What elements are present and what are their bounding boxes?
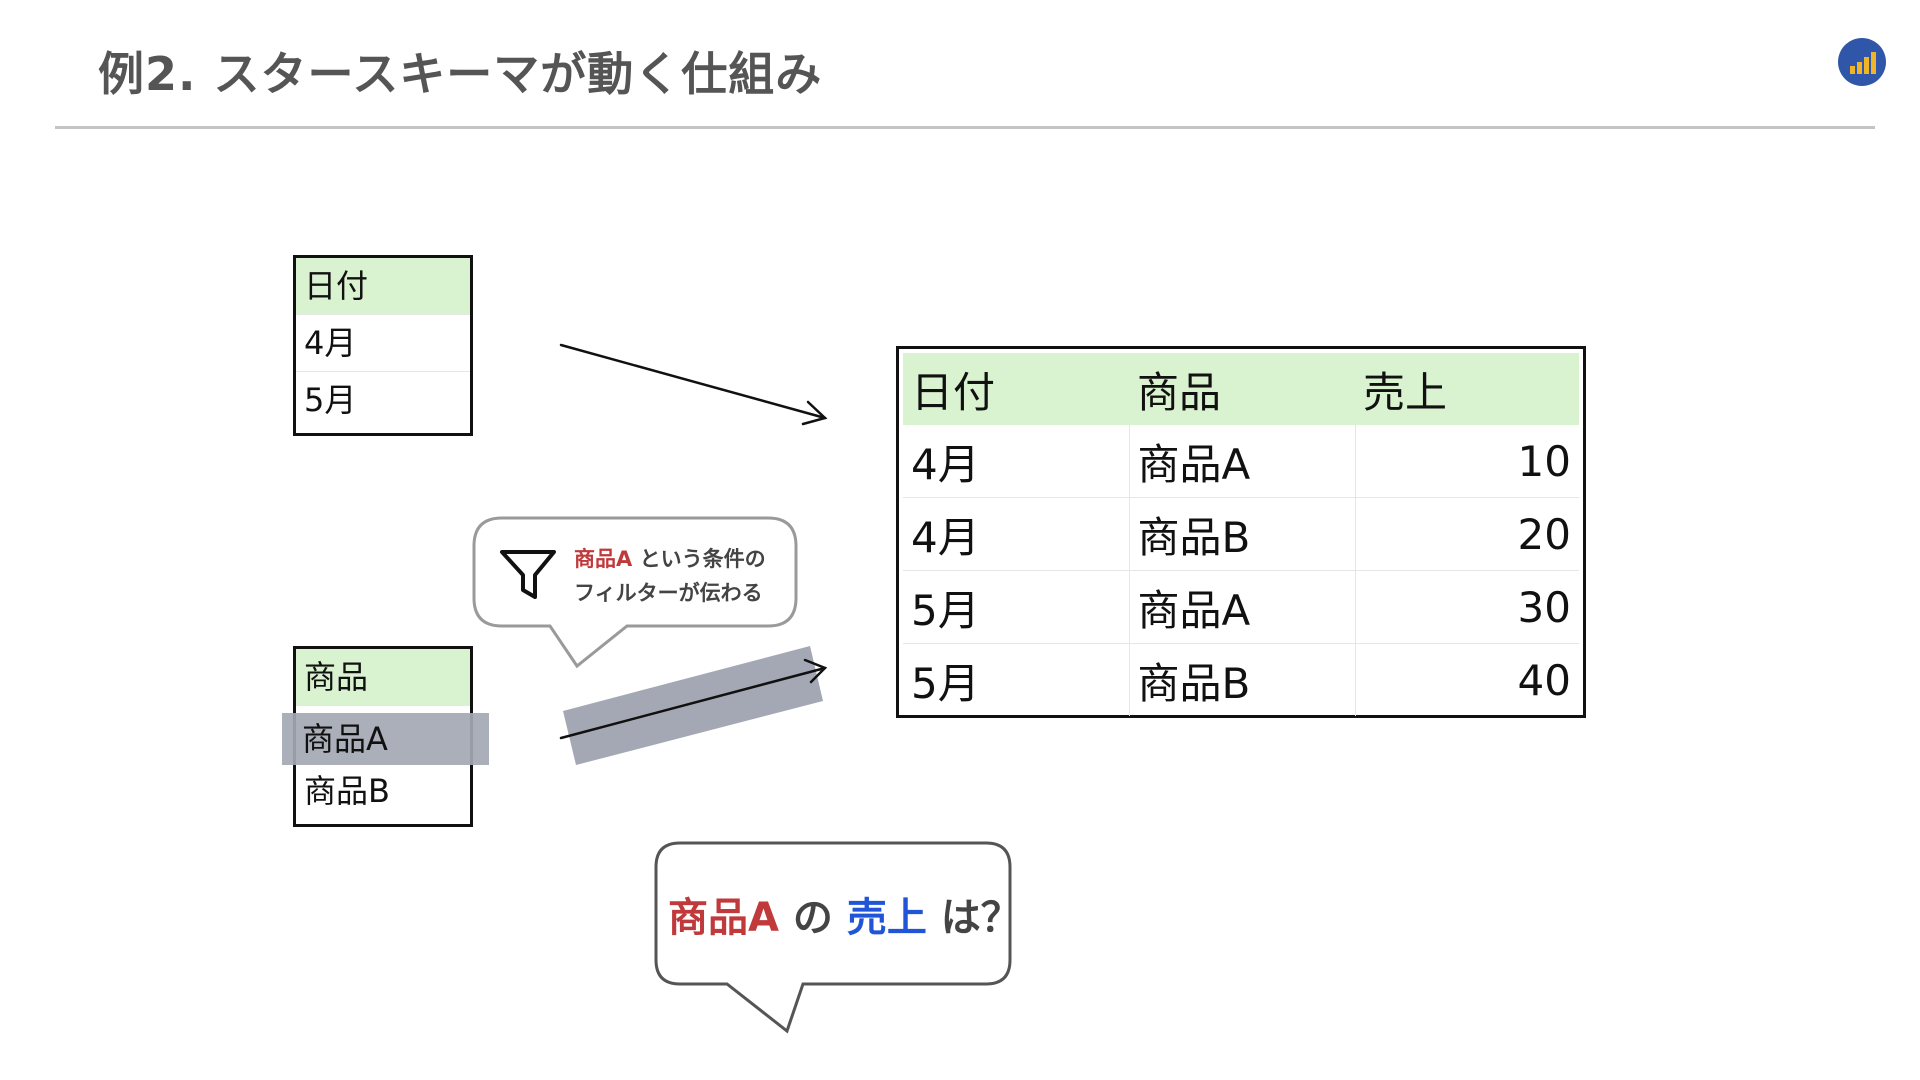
fact-cell-date: 4月 <box>903 425 1130 498</box>
fact-cell-date: 5月 <box>903 570 1130 644</box>
question-callout-bubble <box>654 841 1012 1034</box>
fact-cell-product: 商品A <box>1129 425 1356 498</box>
table-row: 5月 商品B 40 <box>903 643 1579 716</box>
filter-callout-text: 商品A という条件の フィルターが伝わる <box>574 542 766 610</box>
title-divider <box>55 126 1875 129</box>
fact-cell-sales: 20 <box>1355 497 1579 571</box>
filter-callout-highlight: 商品A <box>574 547 633 571</box>
filter-callout-bubble <box>472 516 798 669</box>
table-row: 4月 商品A 10 <box>903 425 1579 498</box>
slide-title: 例2. スタースキーマが動く仕組み <box>98 47 823 101</box>
filter-callout-line1-rest: という条件の <box>632 547 766 571</box>
filter-callout-line1: 商品A という条件の <box>574 542 766 576</box>
fact-cell-sales: 30 <box>1355 570 1579 644</box>
fact-cell-date: 4月 <box>903 497 1130 571</box>
date-table-row: 5月 <box>304 381 357 419</box>
product-table-header: 商品 <box>296 649 470 706</box>
fact-cell-product: 商品B <box>1129 497 1356 571</box>
fact-cell-sales: 10 <box>1355 425 1579 498</box>
selected-row-highlight <box>282 713 489 765</box>
table-row: 5月 商品A 30 <box>903 570 1579 644</box>
filter-propagation-band <box>563 646 823 765</box>
filter-icon <box>500 550 556 599</box>
fact-cell-product: 商品A <box>1129 570 1356 644</box>
fact-cell-product: 商品B <box>1129 643 1356 716</box>
date-dimension-table: 日付 4月 5月 <box>293 255 473 436</box>
date-table-header: 日付 <box>296 258 470 315</box>
question-ending: は？ <box>926 895 1021 941</box>
date-table-row: 4月 <box>296 315 470 372</box>
product-table-row-selected: 商品A <box>302 720 388 758</box>
question-product: 商品A <box>668 895 779 941</box>
product-table-row: 商品B <box>304 772 390 810</box>
fact-header-product: 商品 <box>1129 353 1355 425</box>
question-callout-text: 商品A の 売上 は？ <box>668 888 1021 948</box>
product-relationship-arrow <box>559 658 828 740</box>
bar-chart-logo-icon <box>1838 38 1886 86</box>
fact-table: 日付 商品 売上 4月 商品A 10 4月 商品B 20 5月 商品A 30 <box>896 346 1586 718</box>
fact-header-date: 日付 <box>903 353 1129 425</box>
date-relationship-arrow <box>559 343 828 426</box>
fact-header-sales: 売上 <box>1355 353 1579 425</box>
question-particle: の <box>778 895 847 941</box>
fact-cell-sales: 40 <box>1517 655 1571 705</box>
fact-cell-date: 5月 <box>903 643 1130 716</box>
table-row: 4月 商品B 20 <box>903 497 1579 571</box>
question-measure: 売上 <box>846 895 927 941</box>
filter-callout-line2: フィルターが伝わる <box>574 581 763 605</box>
